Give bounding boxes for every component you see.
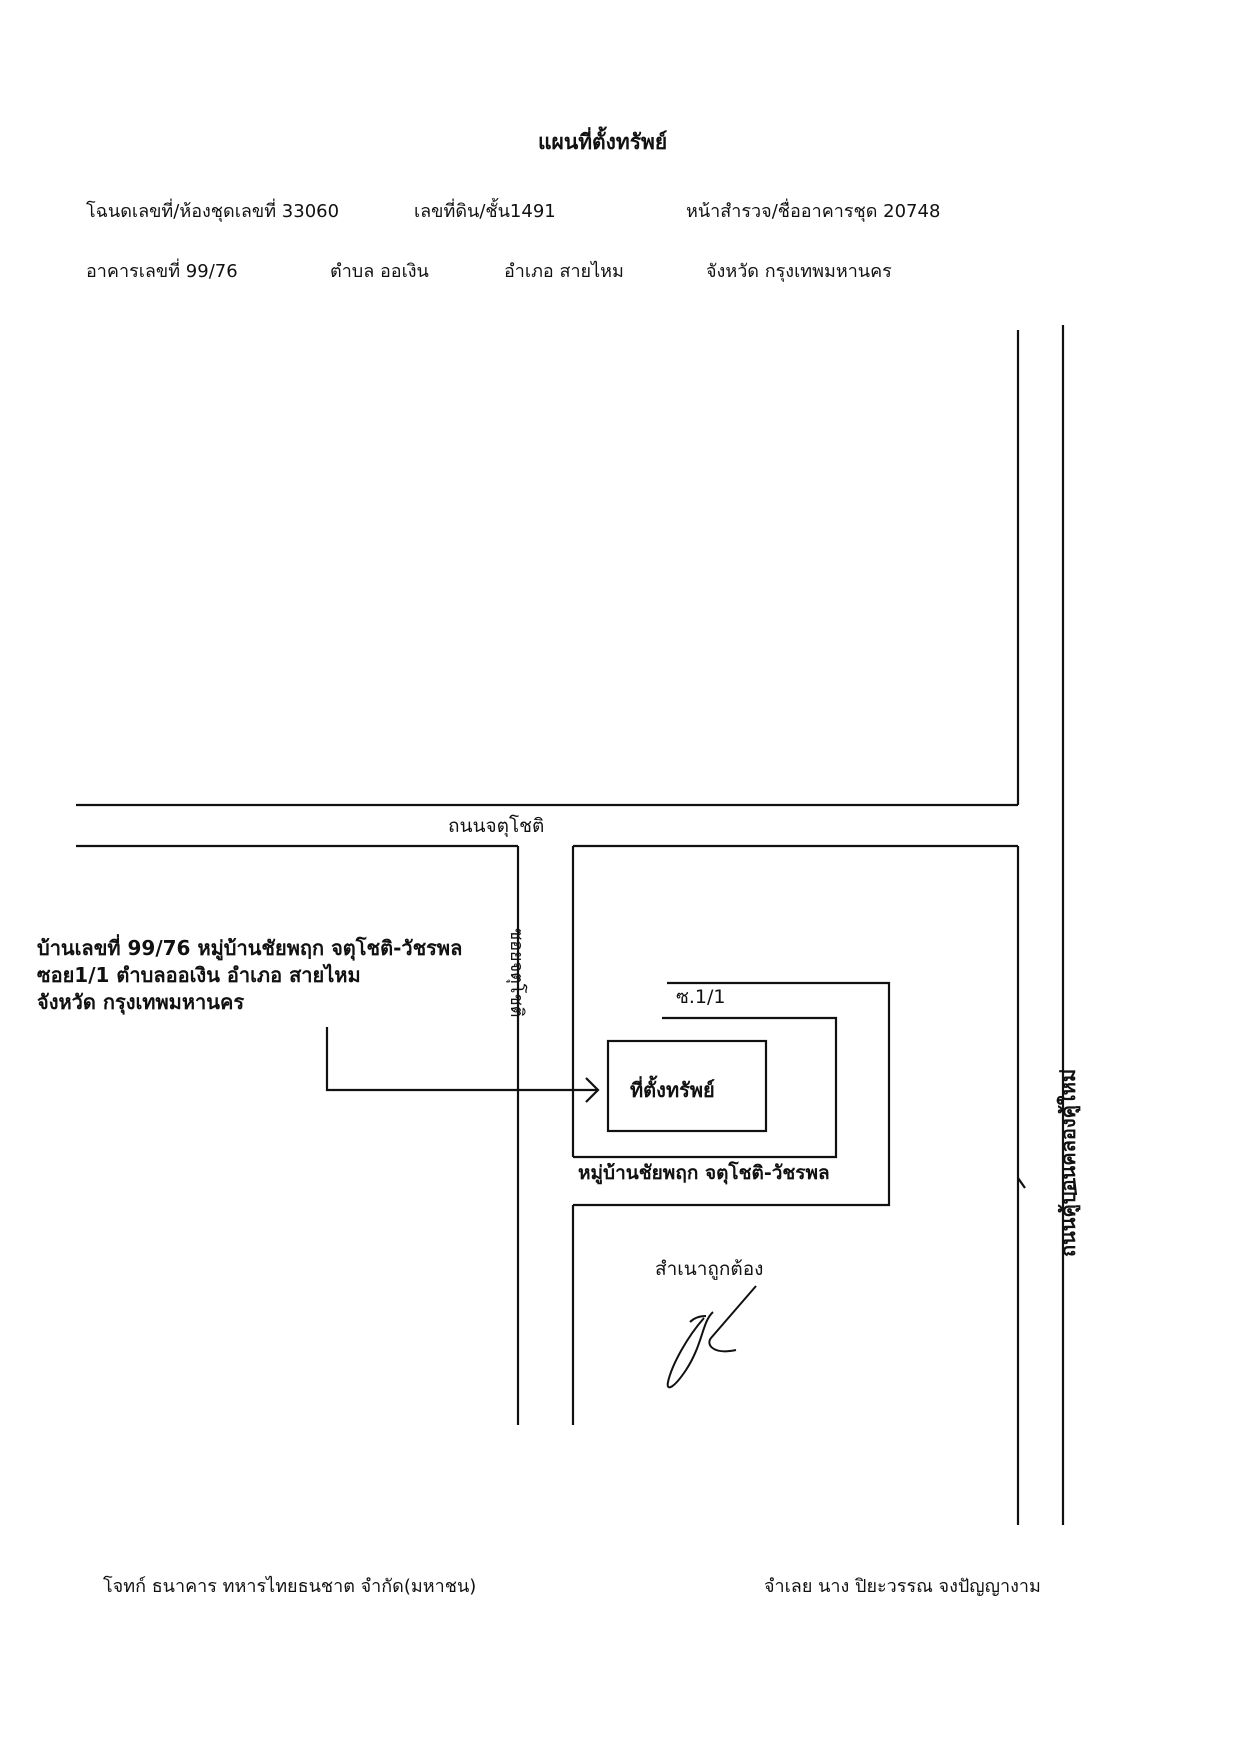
defendant: จำเลย นาง ปิยะวรรณ จงปัญญางาม — [764, 1576, 1041, 1597]
address-line-2: ซอย1/1 ตำบลออเงิน อำเภอ สายไหม — [37, 963, 361, 987]
pointer-arrowhead — [585, 1077, 600, 1103]
certification-text: สำเนาถูกต้อง — [655, 1258, 764, 1280]
road-tick-2 — [1072, 1177, 1078, 1196]
village-outer-lane — [573, 981, 891, 1207]
village-inner-lane — [573, 1016, 838, 1159]
property-box — [606, 1039, 768, 1133]
village-label: หมู่บ้านชัยพฤก จตุโชติ-วัชรพล — [578, 1162, 830, 1184]
plaintiff: โจทก์ ธนาคาร ทหารไทยธนชาต จำกัด(มหาชน) — [103, 1576, 477, 1597]
address-line-3: จังหวัด กรุงเทพมหานคร — [37, 990, 245, 1014]
address-line-1: บ้านเลขที่ 99/76 หมู่บ้านชัยพฤก จตุโชติ-… — [37, 936, 463, 960]
deed-number: โฉนดเลขที่/ห้องชุดเลขที่ 33060 — [86, 201, 340, 222]
main-road-label: ถนนคู้บอนคลองคู้ใหม่ — [1056, 1068, 1080, 1257]
district: อำเภอ สายไหม — [504, 261, 624, 282]
pointer-line — [325, 1027, 598, 1092]
soi-label: ซอยจตุโชติ — [506, 928, 527, 1018]
property-address: บ้านเลขที่ 99/76 หมู่บ้านชัยพฤก จตุโชติ-… — [37, 935, 462, 1016]
survey-page: หน้าสำรวจ/ชื่ออาคารชุด 20748 — [686, 201, 941, 222]
site-label: ที่ตั้งทรัพย์ — [630, 1078, 715, 1102]
signature — [666, 1285, 757, 1389]
building-number: อาคารเลขที่ 99/76 — [86, 261, 238, 282]
road-tick — [1017, 1177, 1026, 1189]
page-title: แผนที่ตั้งทรัพย์ — [538, 130, 668, 154]
horizontal-road-label: ถนนจตุโชติ — [448, 815, 545, 837]
land-number: เลขที่ดิน/ชั้น1491 — [414, 201, 556, 222]
province: จังหวัด กรุงเทพมหานคร — [706, 261, 892, 282]
subdistrict: ตำบล ออเงิน — [330, 261, 429, 282]
soi-marker: ซ.1/1 — [676, 986, 726, 1008]
